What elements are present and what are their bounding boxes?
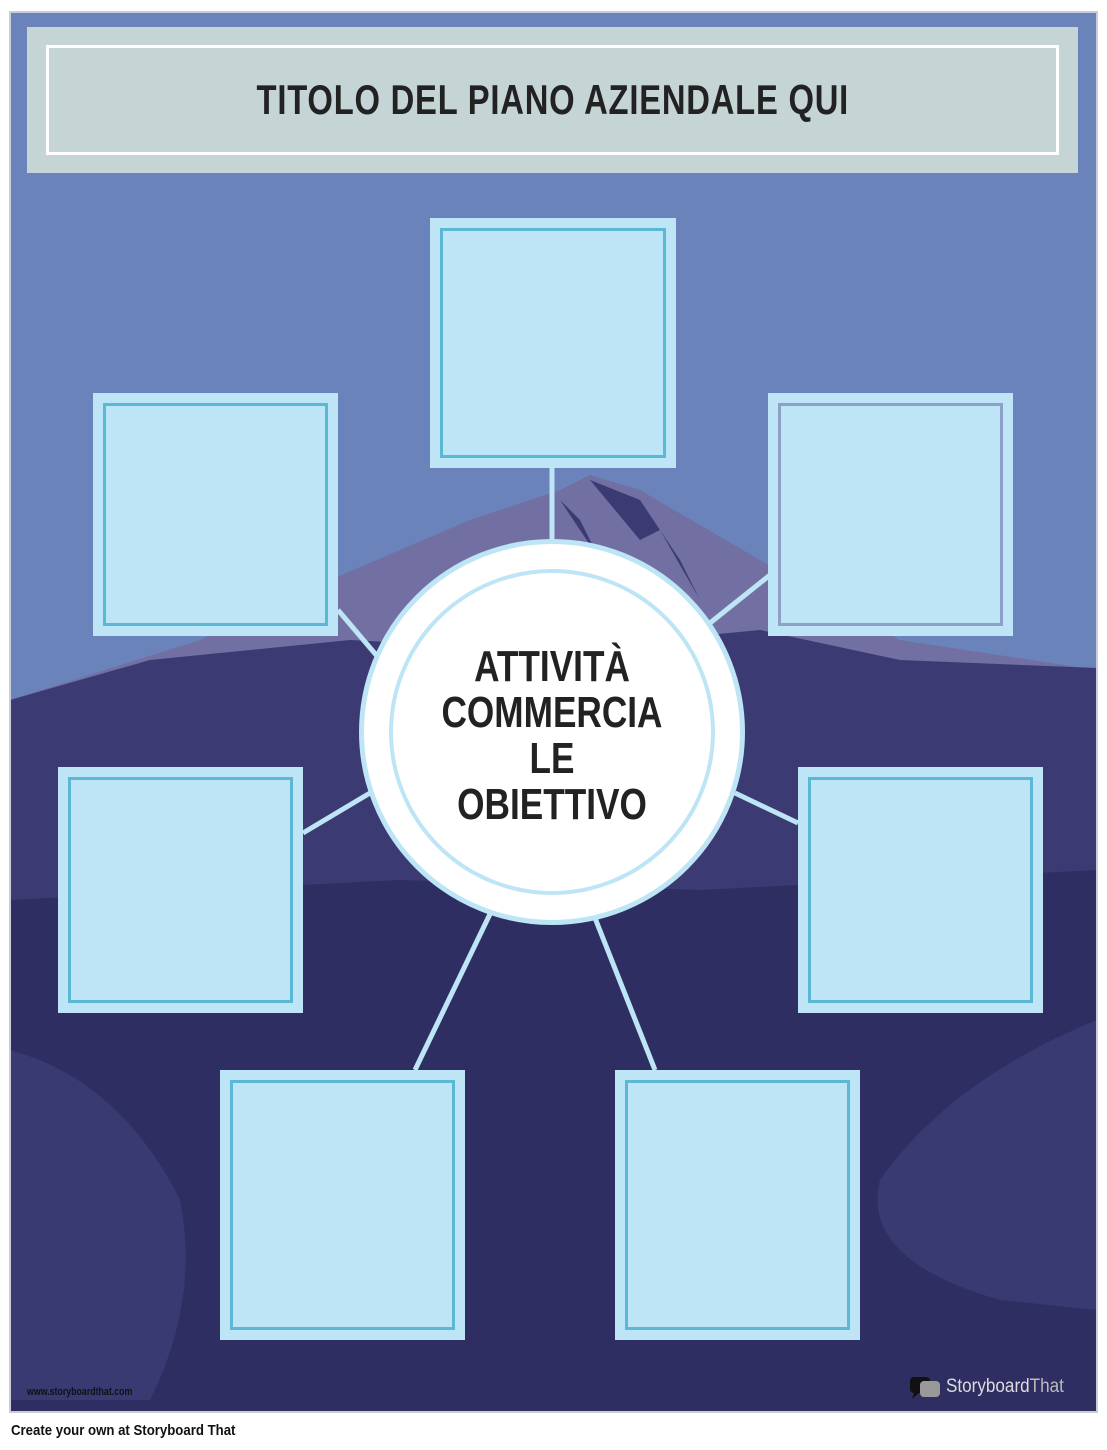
logo-text-storyboard: Storyboard [946, 1376, 1030, 1397]
footer-link[interactable]: Create your own at Storyboard That [11, 1422, 236, 1439]
poster-border [9, 11, 1098, 1413]
text-box-middle-right[interactable] [798, 767, 1043, 1013]
text-box-middle-left[interactable] [58, 767, 303, 1013]
title-banner: TITOLO DEL PIANO AZIENDALE QUI [27, 27, 1078, 173]
center-line: OBIETTIVO [457, 780, 647, 829]
rock [877, 1020, 1097, 1310]
storyboardthat-logo: StoryboardThat [910, 1375, 1077, 1399]
connector-lines [301, 468, 800, 1072]
center-line: LE [529, 734, 575, 783]
mountain-shadow [390, 480, 700, 600]
text-box-upper-left[interactable] [93, 393, 338, 636]
central-goal-text: ATTIVITÀ COMMERCIA LE OBIETTIVO [402, 644, 703, 828]
poster-title[interactable]: TITOLO DEL PIANO AZIENDALE QUI [256, 76, 849, 123]
speech-bubble-icon [910, 1377, 940, 1399]
text-box-upper-right[interactable] [768, 393, 1013, 636]
rock [10, 1050, 186, 1400]
text-box-bottom-right[interactable] [615, 1070, 860, 1340]
center-line: COMMERCIA [441, 688, 663, 737]
watermark-url: www.storyboardthat.com [27, 1386, 133, 1398]
center-line: ATTIVITÀ [474, 642, 630, 691]
text-box-bottom-left[interactable] [220, 1070, 465, 1340]
text-box-top[interactable] [430, 218, 676, 468]
logo-text-that: That [1029, 1376, 1064, 1397]
central-goal-circle[interactable]: ATTIVITÀ COMMERCIA LE OBIETTIVO [359, 539, 745, 925]
